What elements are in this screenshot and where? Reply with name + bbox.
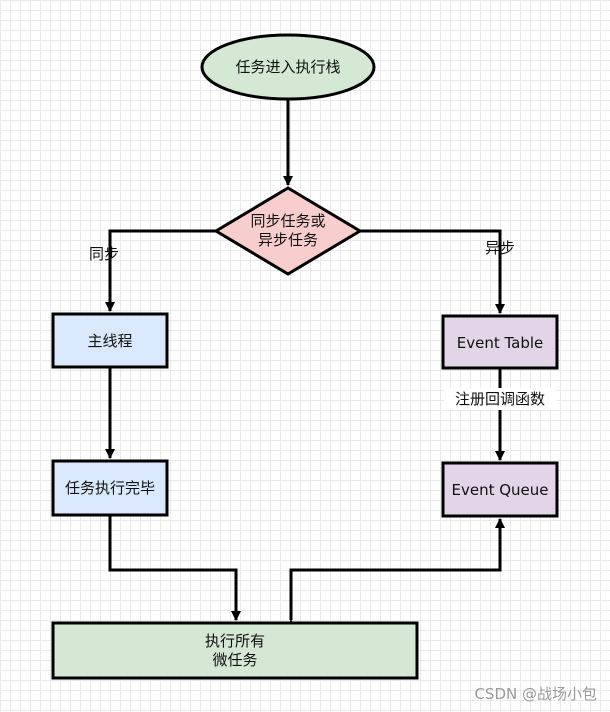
task-done-node: 任务执行完毕 [51,459,169,517]
async-edge-label: 异步 [485,239,515,257]
main-thread-node-label: 主线程 [87,332,132,350]
main-thread-node: 主线程 [51,312,169,369]
decision-node-label-line1: 同步任务或 [250,212,325,230]
start-node: 任务进入执行栈 [200,33,376,101]
sync-edge-label: 同步 [89,245,119,263]
task-done-node-label: 任务执行完毕 [65,479,155,497]
start-node-label: 任务进入执行栈 [235,58,340,76]
event-table-node: Event Table [441,314,559,370]
edge-task-done-to-microtasks [108,515,241,621]
decision-node-label-line2: 异步任务 [258,231,318,249]
event-queue-node: Event Queue [441,461,559,518]
edge-decision-to-event-table [360,229,505,314]
microtasks-node-label-line2: 微任务 [212,651,257,669]
register-label-background [444,388,556,410]
edges [105,99,505,629]
microtasks-node-label-line1: 执行所有 [205,632,265,650]
event-queue-node-label: Event Queue [451,481,548,499]
register-callback-edge-label: 注册回调函数 [455,390,545,408]
event-table-node-label: Event Table [457,334,544,352]
csdn-watermark: CSDN @战场小包 [474,685,597,703]
decision-node: 同步任务或 异步任务 [213,186,363,276]
microtasks-node: 执行所有 微任务 [51,621,419,680]
edge-decision-to-main-thread [105,229,216,312]
edge-microtasks-to-event-queue [286,518,505,629]
